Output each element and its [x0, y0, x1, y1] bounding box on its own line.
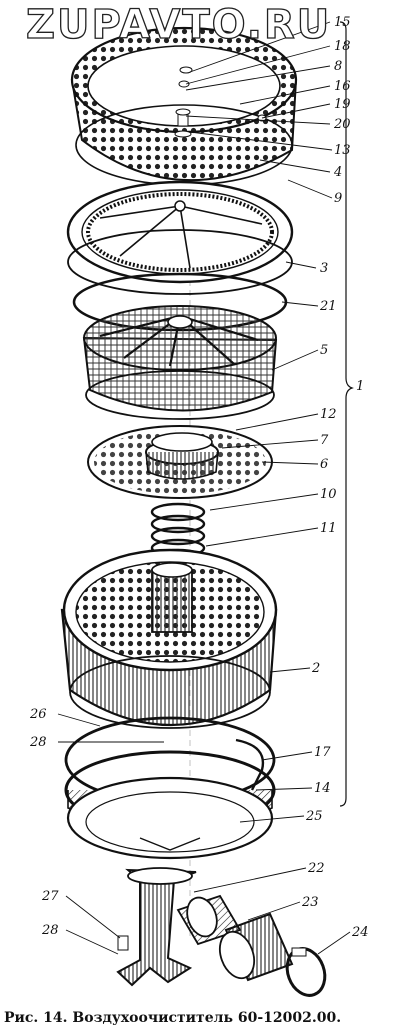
- callout-9: 9: [334, 191, 343, 206]
- figure-caption: Рис. 14. Воздухоочиститель 60-12002.00.: [4, 1010, 342, 1026]
- callout-18: 18: [334, 39, 351, 54]
- callout-28-lower: 28: [42, 923, 59, 938]
- intake-bracket: [116, 867, 197, 987]
- callout-15: 15: [334, 15, 351, 30]
- callout-3: 3: [320, 261, 329, 276]
- callout-1: 1: [356, 379, 365, 394]
- top-cover: [70, 26, 298, 186]
- callout-16: 16: [334, 79, 351, 94]
- assembly-brace: [339, 21, 354, 807]
- main-housing: [60, 548, 278, 729]
- callout-11: 11: [320, 521, 337, 536]
- callout-23: 23: [302, 895, 319, 910]
- callout-14: 14: [314, 781, 331, 796]
- callout-12: 12: [320, 407, 337, 422]
- hose-clamp: [285, 947, 327, 997]
- perforated-plate: [87, 425, 273, 499]
- callout-21: 21: [320, 299, 337, 314]
- connecting-pipe: [176, 894, 294, 982]
- callout-27: 27: [42, 889, 59, 904]
- callout-24: 24: [352, 925, 369, 940]
- callout-22: 22: [308, 861, 325, 876]
- callout-4: 4: [334, 165, 343, 180]
- callout-5: 5: [320, 343, 329, 358]
- callout-7: 7: [320, 433, 329, 448]
- bottom-bowl: [66, 776, 274, 860]
- callout-26: 26: [30, 707, 47, 722]
- callout-17: 17: [314, 745, 331, 760]
- callout-25: 25: [306, 809, 323, 824]
- callout-8: 8: [334, 59, 343, 74]
- callout-19: 19: [334, 97, 351, 112]
- callout-6: 6: [320, 457, 329, 472]
- callout-10: 10: [320, 487, 337, 502]
- filter-element: [82, 305, 278, 420]
- site-watermark: ZUPAVTO.RU: [25, 1, 332, 48]
- leader-lines: [57, 21, 351, 955]
- callout-20: 20: [334, 117, 351, 132]
- callout-13: 13: [334, 143, 351, 158]
- callout-28-upper: 28: [30, 735, 47, 750]
- callout-2: 2: [312, 661, 321, 676]
- filter-lid: [66, 180, 294, 295]
